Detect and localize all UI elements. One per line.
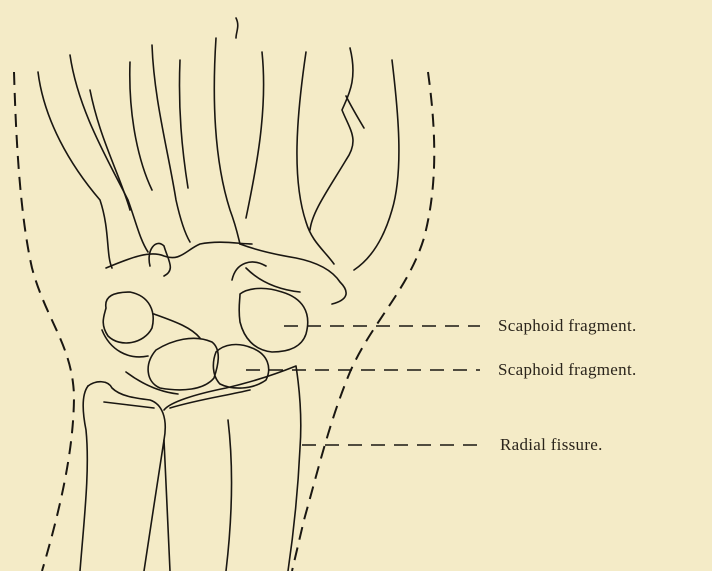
label-scaphoid-fragment-1: Scaphoid fragment. bbox=[498, 316, 637, 336]
label-radial-fissure: Radial fissure. bbox=[500, 435, 603, 455]
forearm-bones bbox=[80, 366, 301, 571]
label-scaphoid-fragment-2: Scaphoid fragment. bbox=[498, 360, 637, 380]
soft-tissue-outline-left bbox=[14, 72, 74, 571]
soft-tissue-outline-right bbox=[292, 72, 434, 571]
carpal-bones bbox=[102, 242, 346, 394]
metacarpals bbox=[38, 18, 399, 270]
